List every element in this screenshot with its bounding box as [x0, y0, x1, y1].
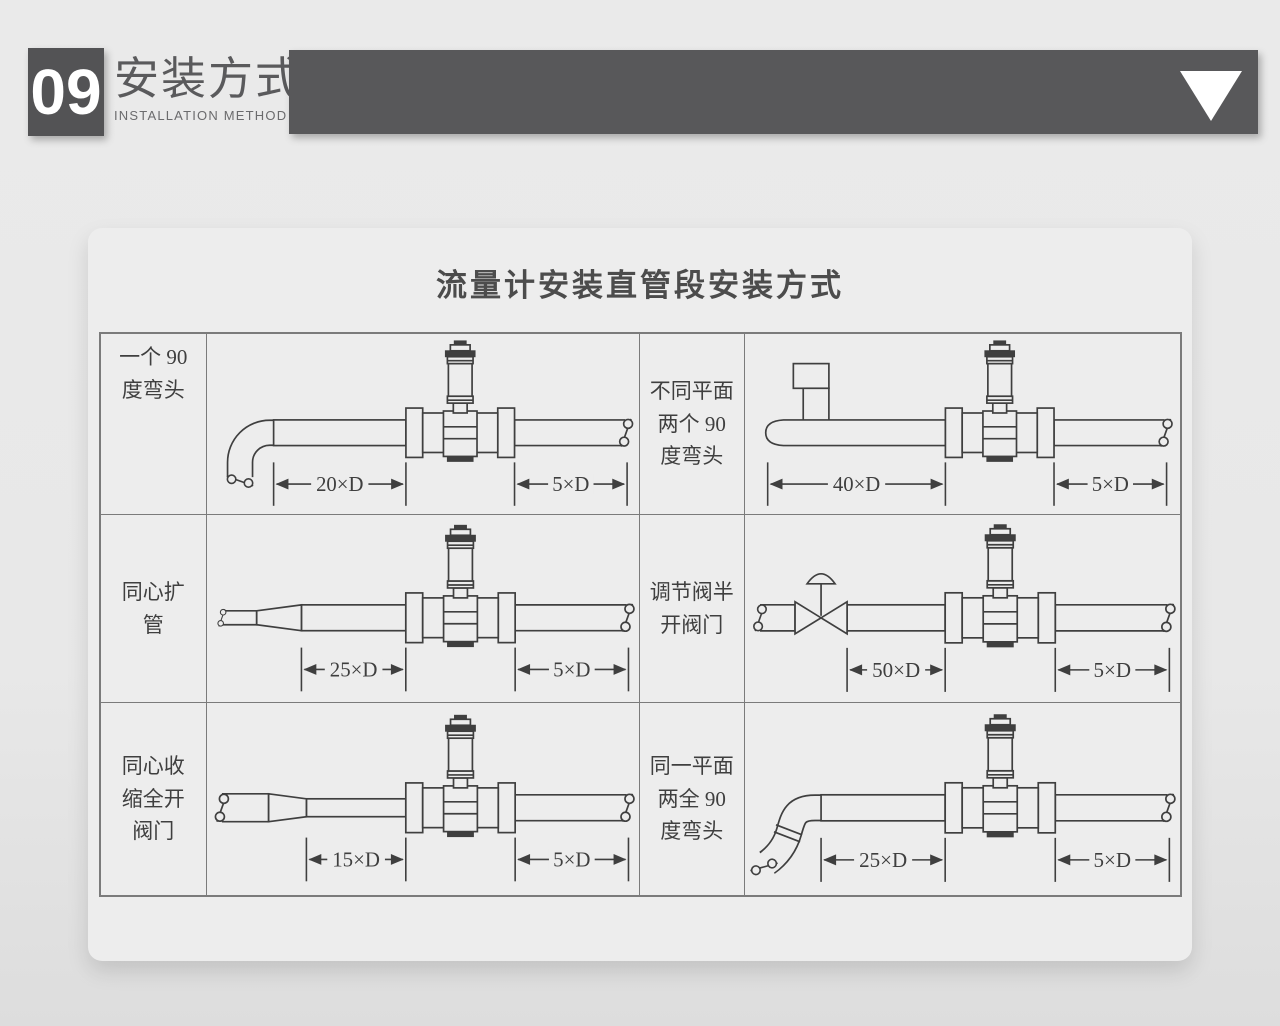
diagram-concentric-expander: 25×D 5×D [216, 524, 635, 692]
content-card: 流量计安装直管段安装方式 一个 90 度弯头 20×D 5×D 不同平面 两个 … [88, 228, 1192, 961]
label-text: 不同平面 两个 90 度弯头 [649, 379, 734, 469]
dimension-label: 5×D [552, 474, 589, 496]
diagram-concentric-reducer: 15×D 5×D [214, 714, 635, 882]
diagram-two-90-elbows-diff-plane: 40×D 5×D [764, 340, 1173, 506]
triangle-down-icon [1180, 71, 1242, 121]
diagram-cell-two-90-elbows-same-plane: 25×D 5×D [745, 703, 1180, 895]
diagram-cell-regulating-valve-half-open: 50×D 5×D [744, 515, 1180, 704]
label-text: 一个 90 度弯头 [119, 345, 188, 402]
dimension-label: 50×D [872, 658, 920, 682]
label-text: 同一平面 两全 90 度弯头 [649, 754, 734, 844]
dimension-label: 15×D [332, 848, 380, 872]
label-text: 同心收 缩全开 阀门 [121, 754, 185, 844]
dimension-label: 5×D [1091, 474, 1128, 496]
label-text: 调节阀半 开阀门 [649, 579, 734, 637]
label-text: 同心扩 管 [121, 579, 185, 637]
dimension-label: 5×D [553, 848, 590, 872]
label-concentric-expander: 同心扩 管 [101, 514, 207, 704]
dimension-label: 20×D [316, 474, 363, 496]
dimension-label: 5×D [1093, 848, 1131, 872]
label-one-90-elbow: 一个 90 度弯头 [101, 334, 207, 515]
header-bar [289, 50, 1258, 134]
section-title: 安装方式 [114, 53, 303, 104]
label-regulating-valve-half-open: 调节阀半 开阀门 [640, 514, 745, 704]
diagram-regulating-valve-half-open: 50×D 5×D [752, 523, 1176, 692]
section-number: 09 [30, 56, 102, 128]
label-two-90-elbows-same-plane: 同一平面 两全 90 度弯头 [640, 703, 745, 895]
diagram-two-90-elbows-same-plane: 25×D 5×D [748, 714, 1176, 883]
label-concentric-reducer-full-open-valve: 同心收 缩全开 阀门 [101, 703, 207, 895]
diagram-one-90-elbow: 20×D 5×D [225, 340, 633, 506]
dimension-label: 5×D [553, 657, 590, 681]
diagram-cell-two-90-elbows-diff-plane: 40×D 5×D [744, 334, 1180, 515]
diagram-cell-concentric-reducer: 15×D 5×D [207, 703, 640, 895]
section-subtitle: INSTALLATION METHOD [114, 107, 288, 123]
dimension-label: 40×D [832, 474, 879, 496]
section-number-badge: 09 [28, 48, 104, 136]
section-title-block: 安装方式 INSTALLATION METHOD [114, 54, 302, 123]
installation-table: 一个 90 度弯头 20×D 5×D 不同平面 两个 90 度弯头 [99, 332, 1182, 897]
diagram-cell-concentric-expander: 25×D 5×D [206, 514, 640, 704]
diagram-cell-one-90-elbow: 20×D 5×D [206, 334, 640, 515]
dimension-label: 25×D [329, 657, 377, 681]
dimension-label: 5×D [1093, 658, 1131, 682]
diagram-title: 流量计安装直管段安装方式 [436, 268, 844, 303]
label-two-90-elbows-diff-plane: 不同平面 两个 90 度弯头 [640, 334, 745, 515]
dimension-label: 25×D [859, 848, 907, 872]
